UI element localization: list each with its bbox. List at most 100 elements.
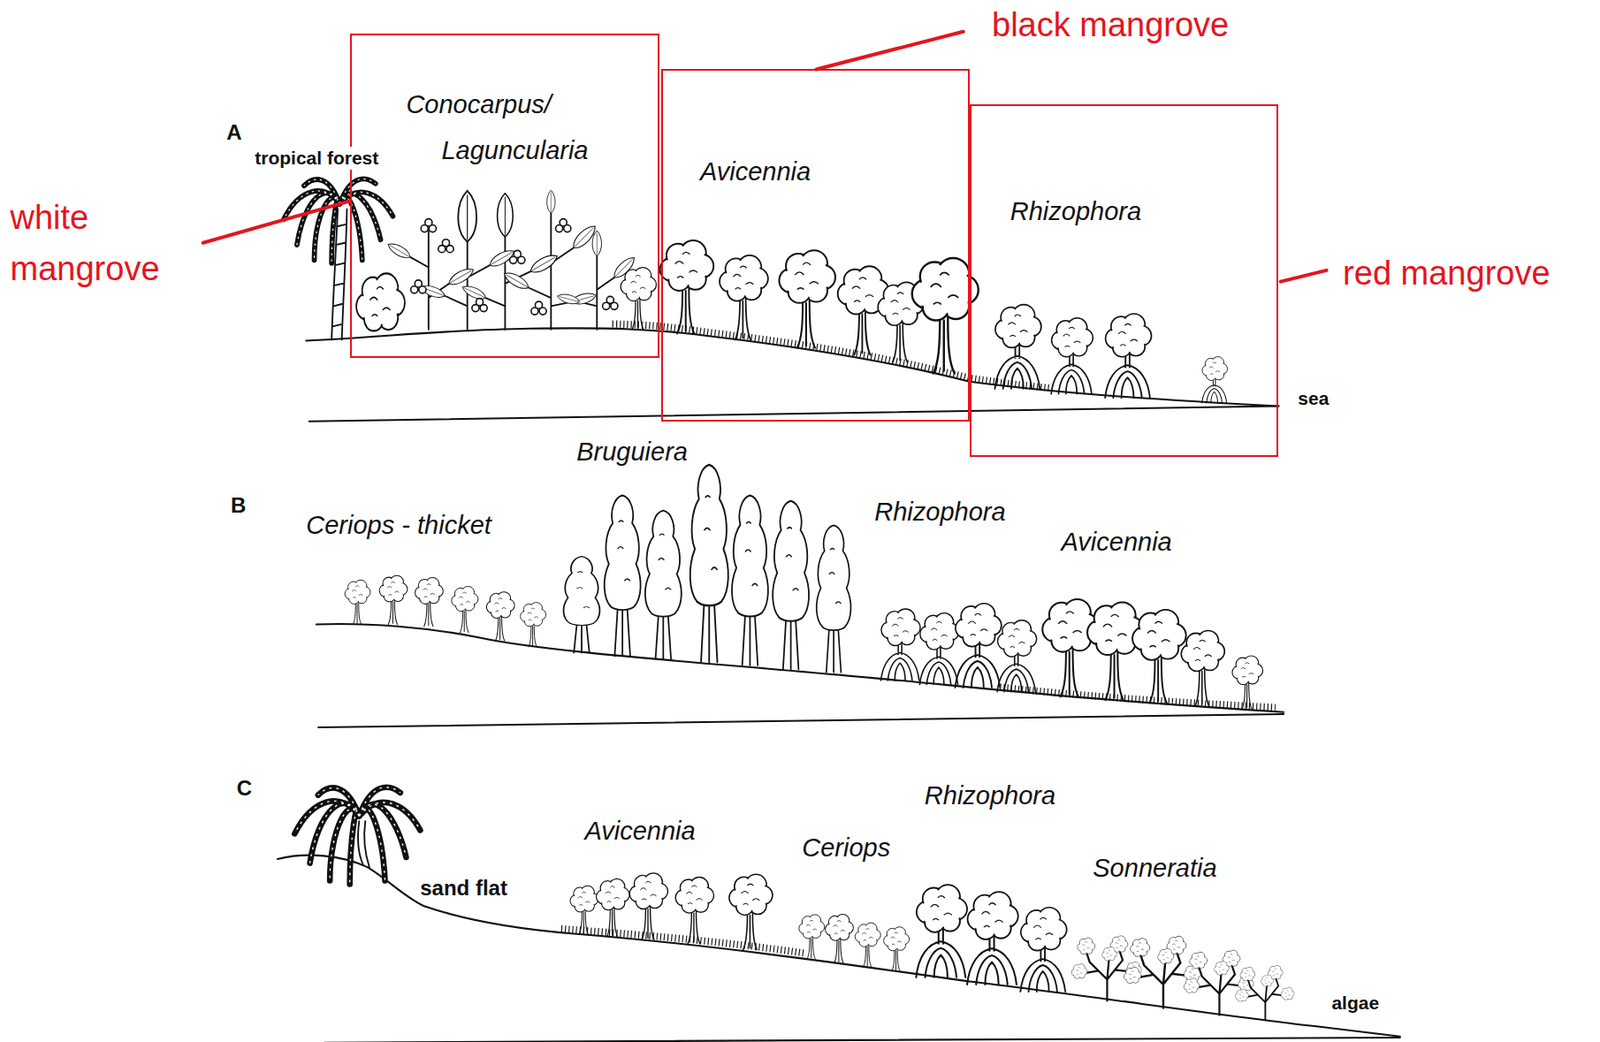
genus-label: Sonneratia	[1092, 853, 1217, 884]
callout-label: white mangrove	[10, 191, 188, 295]
conocarpus-laguncularia-shrubs	[510, 250, 526, 264]
avicennia-trees	[1232, 655, 1264, 709]
conocarpus-laguncularia-shrubs	[556, 219, 572, 233]
avicennia-trees	[570, 873, 773, 951]
ceriops-thicket	[379, 575, 408, 625]
avicennia-trees	[596, 878, 631, 937]
genus-label: Rhizophora	[924, 780, 1056, 812]
leader-line	[1280, 270, 1327, 282]
ceriops-thicket	[520, 602, 547, 648]
bruguiera-trees	[645, 510, 682, 660]
zone-label: sand flat	[418, 876, 510, 902]
genus-label: Ceriops - thicket	[305, 510, 492, 541]
conocarpus-laguncularia-shrubs	[457, 190, 477, 243]
avicennia-trees	[719, 255, 769, 340]
avicennia-trees	[570, 885, 599, 935]
conocarpus-laguncularia-shrubs	[411, 280, 427, 294]
rhizophora-trees	[1020, 907, 1067, 992]
conocarpus-laguncularia-shrubs	[531, 301, 547, 315]
avicennia-trees	[1042, 599, 1098, 697]
avicennia-trees	[660, 240, 715, 334]
rhizophora-trees	[997, 620, 1037, 693]
zone-label: tropical forest	[252, 146, 381, 169]
panel-letter: A	[226, 120, 242, 146]
callout-label: black mangrove	[991, 5, 1229, 46]
rhizophora-trees	[915, 884, 1067, 992]
leader-line	[815, 31, 963, 70]
ground-line	[318, 714, 1284, 728]
ceriops-thicket	[486, 592, 515, 641]
genus-label: Bruguiera	[576, 436, 688, 468]
bruguiera-trees	[690, 464, 729, 663]
avicennia-trees	[620, 240, 979, 374]
pneumatophores	[999, 686, 1276, 708]
rhizophora-trees	[994, 304, 1041, 389]
zone-name: Rhizophora	[1010, 196, 1142, 228]
sonneratia-trees	[1183, 950, 1254, 1015]
conocarpus-laguncularia-shrubs	[527, 251, 560, 276]
ceriops-thicket	[415, 578, 444, 627]
rhizophora-trees	[954, 603, 1001, 688]
genus-label: Ceriops	[801, 832, 891, 864]
conocarpus-laguncularia-shrubs	[356, 273, 405, 331]
zone-name: Avicennia	[700, 156, 811, 188]
rhizophora-trees	[881, 603, 1037, 693]
zone-box: Conocarpus/ Laguncularia	[350, 33, 660, 359]
rhizophora-trees	[1051, 318, 1093, 395]
conocarpus-laguncularia-shrubs	[497, 193, 514, 237]
ground-line	[309, 405, 1280, 421]
zone-box: Rhizophora	[969, 104, 1280, 458]
avicennia-trees	[675, 876, 714, 944]
conocarpus-laguncularia-shrubs	[410, 212, 615, 330]
conocarpus-laguncularia-shrubs	[592, 230, 602, 257]
rhizophora-trees	[1202, 357, 1228, 404]
avicennia-trees	[1087, 601, 1143, 700]
palm-tree	[283, 178, 394, 263]
bruguiera-trees	[816, 525, 852, 672]
rhizophora-trees	[881, 609, 922, 681]
sonneratia-trees	[1071, 936, 1295, 1021]
ceriops-shrubs	[799, 914, 910, 971]
avicennia-trees	[620, 267, 656, 330]
conocarpus-laguncularia-shrubs	[602, 296, 618, 310]
palm-tree	[358, 821, 370, 868]
genus-label: Avicennia	[1061, 526, 1173, 558]
conocarpus-laguncularia-shrubs	[472, 298, 488, 313]
bruguiera-trees	[604, 495, 641, 656]
avicennia-trees	[629, 873, 668, 940]
ceriops-shrubs	[854, 922, 881, 968]
ceriops-thicket	[344, 575, 546, 648]
avicennia-trees	[1132, 609, 1187, 703]
bruguiera-trees	[563, 464, 851, 673]
zonation-illustration	[203, 31, 1401, 1042]
ceriops-shrubs	[883, 927, 910, 972]
callout-label: red mangrove	[1342, 253, 1550, 295]
bruguiera-trees	[772, 501, 809, 670]
genus-label: Avicennia	[584, 815, 695, 847]
avicennia-trees	[778, 250, 835, 348]
panel-letter: B	[230, 493, 246, 519]
rhizophora-trees	[967, 891, 1019, 985]
bruguiera-trees	[563, 556, 600, 654]
avicennia-trees	[1042, 599, 1263, 709]
conocarpus-laguncularia-shrubs	[385, 240, 412, 261]
ground-line	[277, 855, 1401, 1037]
sonneratia-trees	[1235, 965, 1295, 1021]
rhizophora-trees	[919, 613, 960, 686]
conocarpus-laguncularia-shrubs	[547, 190, 556, 214]
rhizophora-trees	[915, 884, 968, 978]
leader-line	[203, 200, 351, 243]
genus-label: Rhizophora	[874, 496, 1006, 528]
zone-name: Conocarpus/ Laguncularia	[405, 81, 601, 174]
bruguiera-trees	[731, 495, 769, 665]
panel-letter: C	[236, 776, 252, 802]
zone-box: Avicennia	[661, 68, 970, 421]
avicennia-trees	[729, 874, 773, 950]
conocarpus-laguncularia-shrubs	[556, 291, 581, 306]
ceriops-thicket	[451, 586, 479, 633]
conocarpus-laguncularia-shrubs	[356, 190, 638, 331]
avicennia-trees	[1180, 630, 1225, 706]
rhizophora-trees	[994, 304, 1227, 404]
